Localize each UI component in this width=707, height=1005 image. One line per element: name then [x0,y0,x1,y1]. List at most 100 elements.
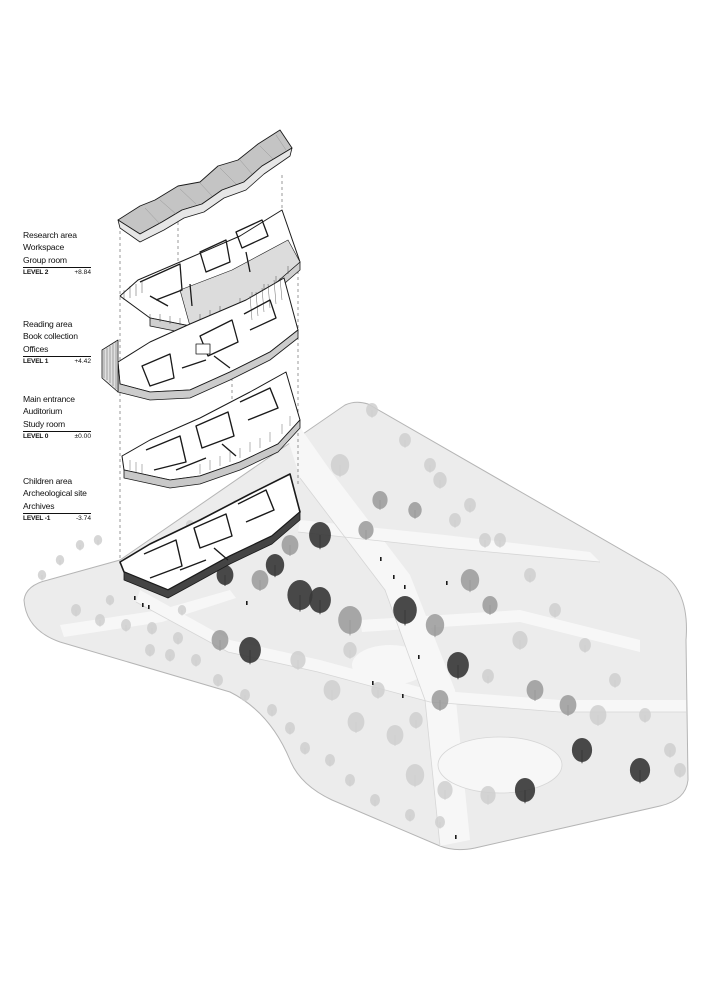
tree [405,764,425,788]
tree-crown [424,458,436,472]
level-row: LEVEL 0 ±0.00 [23,431,91,441]
tree-crown [399,433,411,447]
tree [512,631,528,650]
tree [393,596,417,626]
tree-crown [425,614,445,636]
tree-crown [639,708,651,722]
tree [372,491,388,510]
tree [191,654,201,667]
tree [526,680,544,701]
tree-crown [216,565,234,585]
tree-crown [211,630,229,650]
tree-crown [559,695,577,715]
tree [424,458,436,473]
tree-crown [449,513,461,527]
tree-crown [482,669,494,683]
tree-crown [571,738,593,762]
legend-level-0: Main entrance Auditorium Study room LEVE… [23,393,91,441]
tree-crown [239,637,261,663]
use-label: Archeological site [23,488,87,499]
tree-crown [309,587,331,613]
tree-crown [145,644,155,656]
tree-crown [345,774,355,786]
level-row: LEVEL -1 -3.74 [23,513,91,523]
level-elevation: ±0.00 [74,433,91,441]
level-2-walls [139,219,269,307]
level-0-cladding [129,416,291,474]
tree [480,786,496,805]
tree-crown [464,498,476,512]
tree [629,758,651,784]
tree-crown [409,712,423,728]
tree [431,690,449,711]
tree [95,614,105,627]
tree [93,535,103,546]
tree-crown [323,680,341,700]
tree-crown [93,535,103,545]
tree [239,637,261,665]
tree-crown [267,704,277,716]
level-minus-1-slab [119,473,301,599]
building-layers [101,129,301,599]
level-0-walls [145,387,279,471]
level-1-core [195,343,211,355]
tree [358,521,374,540]
level-name: LEVEL 2 [23,269,49,277]
tree [338,606,362,636]
tree-crown [431,690,449,710]
tree [290,651,306,670]
tree [325,754,335,767]
tree [524,568,536,583]
people [134,557,457,839]
use-label: Archives [23,500,55,511]
tree [370,794,380,807]
tree-crown [343,642,357,658]
level-1-cladding [103,277,283,389]
use-label: Auditorium [23,406,63,417]
tree-crown [95,614,105,626]
use-label: Research area [23,230,77,240]
tree [213,674,223,687]
tree [482,669,494,684]
use-label: Children area [23,476,72,486]
tree-crown [281,535,299,555]
tree-crown [173,632,183,644]
tree-crown [408,502,422,518]
tree-crown [105,595,115,605]
tree-crown [330,454,350,476]
tree [145,644,155,657]
tree [409,712,423,729]
tree [345,774,355,787]
tree [494,533,506,548]
tree-crown [371,682,385,698]
tree [405,809,415,822]
tree-crown [494,533,506,547]
tree-crown [147,622,157,634]
tree [479,533,491,548]
tree [447,652,469,680]
tree-crown [664,743,676,757]
tree [366,403,378,418]
tree-crown [191,654,201,666]
tree [323,680,341,701]
use-label: Reading area [23,319,73,329]
tree [71,604,81,617]
legend-level-2: Research area Workspace Group room LEVEL… [23,229,91,277]
tree-crown [251,570,269,590]
tree [609,673,621,688]
tree [121,619,131,632]
tree-crown [629,758,651,782]
tree-crown [177,605,187,615]
tree [449,513,461,528]
level-name: LEVEL 0 [23,433,49,441]
tree-crown [447,652,469,678]
trees [37,403,686,829]
tree-crown [290,651,306,669]
tree [265,554,285,578]
level-row: LEVEL 2 +8.84 [23,267,91,277]
tree-crown [71,604,81,616]
tree-crown [674,763,686,777]
tree [559,695,577,716]
